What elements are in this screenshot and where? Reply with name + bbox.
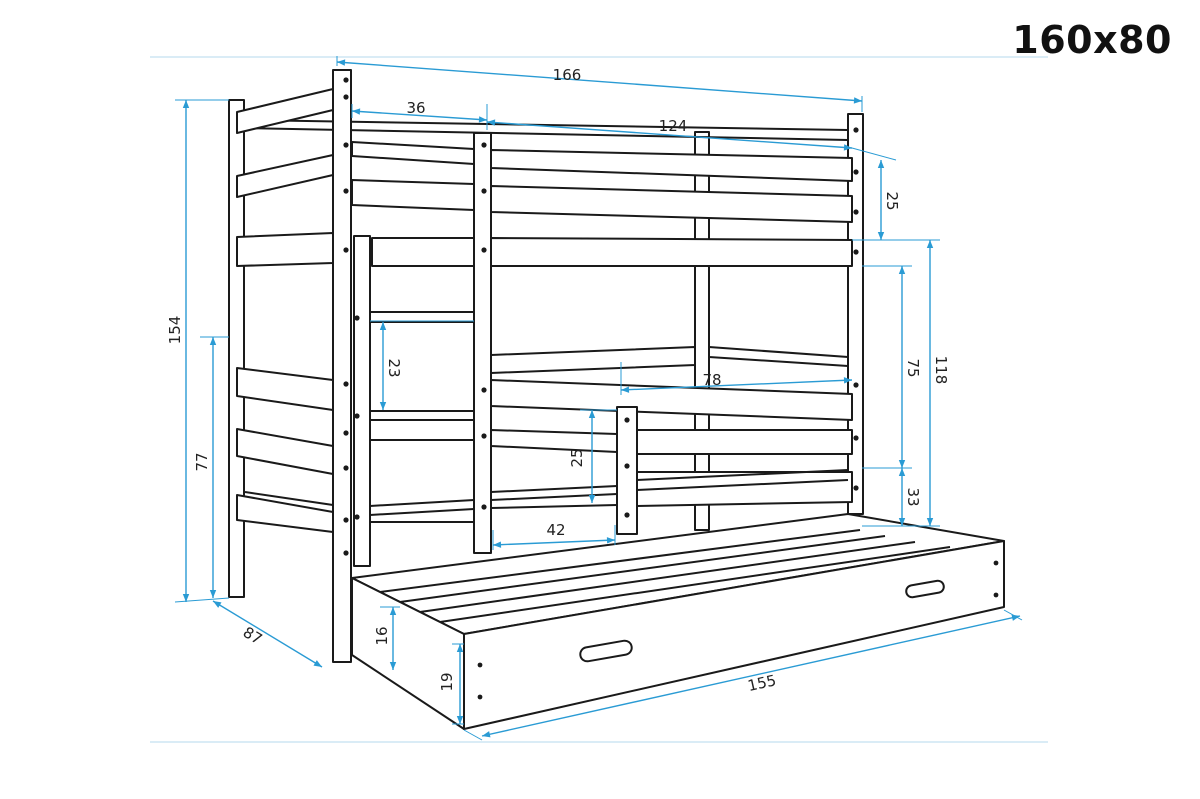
dim-line-19-arrow-start xyxy=(456,644,464,652)
upper-front-rail-1 xyxy=(351,141,475,165)
dim-line-23-arrow-end xyxy=(379,402,387,410)
dim-line-78 xyxy=(620,379,853,391)
lower-front-rail-1 xyxy=(369,419,475,441)
dim-line-16-arrow-start xyxy=(389,607,397,615)
left-top-rail xyxy=(236,88,334,134)
dim-line-42-arrow-end xyxy=(606,537,615,544)
dim-line-155 xyxy=(481,615,1021,737)
bed-structure xyxy=(228,69,1005,730)
dim-line-166-arrow-end xyxy=(853,97,862,104)
left-upper-rail-3 xyxy=(236,232,334,267)
dim-line-155-arrow-start xyxy=(482,731,491,738)
dim-line-87-arrow-end xyxy=(313,660,322,667)
dim-label-77: 77 xyxy=(193,452,211,471)
left-lower-rail-3 xyxy=(236,494,334,533)
upper-front-rail-2b xyxy=(490,185,853,223)
lower-front-rail-2 xyxy=(490,429,618,453)
dim-line-75-arrow-end xyxy=(898,460,906,468)
drawer-handle-1 xyxy=(579,639,633,663)
dim-label-23: 23 xyxy=(385,358,403,377)
left-lower-rail-1 xyxy=(236,367,334,411)
dimension-arrows xyxy=(182,59,1021,738)
left-upper-rail-2 xyxy=(236,154,334,198)
dim-label-33: 33 xyxy=(904,487,922,506)
dim-line-25-bottom-arrow-start xyxy=(588,410,596,418)
dim-line-77-arrow-start xyxy=(209,337,217,345)
dim-label-118: 118 xyxy=(932,356,950,385)
front-left-post xyxy=(332,69,352,663)
dim-label-124: 124 xyxy=(659,117,688,135)
lower-front-rail-2b xyxy=(636,429,853,455)
dim-line-25-top-arrow-start xyxy=(877,160,885,168)
ladder-right-rail xyxy=(473,132,492,554)
dim-line-78-arrow-end xyxy=(843,377,852,384)
guard-post xyxy=(616,406,638,535)
dim-label-78: 78 xyxy=(702,371,721,389)
dim-line-87-arrow-start xyxy=(213,601,222,608)
dim-line-19-arrow-end xyxy=(456,716,464,724)
dim-label-75: 75 xyxy=(904,358,922,377)
left-lower-rail-2 xyxy=(236,428,334,475)
dim-label-154: 154 xyxy=(166,316,184,345)
dim-line-33-arrow-end xyxy=(898,518,906,526)
dim-line-42 xyxy=(492,539,616,546)
dim-line-155-arrow-end xyxy=(1011,614,1020,621)
lower-front-rail-1b xyxy=(490,379,853,421)
dim-line-77-arrow-end xyxy=(209,590,217,598)
drawer-slats xyxy=(379,529,951,623)
upper-front-rail-3b xyxy=(490,237,853,267)
back-left-post xyxy=(228,99,245,598)
size-title: 160x80 xyxy=(1012,18,1172,62)
dim-label-36: 36 xyxy=(406,99,425,117)
dim-line-154-arrow-end xyxy=(182,594,190,602)
bolt-dots xyxy=(343,77,859,556)
ladder-step-1 xyxy=(369,311,475,323)
dim-label-25-top: 25 xyxy=(883,191,901,210)
dim-label-19: 19 xyxy=(438,672,456,691)
dim-label-16: 16 xyxy=(373,626,391,645)
lower-slats xyxy=(244,469,849,523)
dim-line-124 xyxy=(486,121,853,149)
dim-line-87 xyxy=(212,600,323,668)
dim-line-36 xyxy=(351,110,488,121)
dim-line-166-arrow-start xyxy=(337,59,346,66)
dim-line-36-arrow-start xyxy=(352,108,361,115)
dim-label-25-bottom: 25 xyxy=(568,448,586,467)
dim-line-36-arrow-end xyxy=(478,116,487,123)
dim-line-154-arrow-start xyxy=(182,100,190,108)
dim-line-118-arrow-start xyxy=(926,240,934,248)
upper-front-rail-2 xyxy=(351,179,475,211)
dim-line-42-arrow-start xyxy=(493,541,502,548)
dim-line-78-arrow-start xyxy=(621,386,630,393)
dim-line-23-arrow-start xyxy=(379,322,387,330)
drawer-front xyxy=(463,540,1005,730)
drawer-handle-2 xyxy=(905,579,945,599)
lower-back-rail-left xyxy=(490,346,696,374)
dim-label-87: 87 xyxy=(240,623,266,648)
dim-line-25-top-arrow-end xyxy=(877,232,885,240)
dim-line-124-arrow-start xyxy=(487,119,496,126)
dim-line-166 xyxy=(336,61,863,102)
dim-label-155: 155 xyxy=(746,671,778,695)
dim-line-25-bottom-arrow-end xyxy=(588,495,596,503)
dim-line-118-arrow-end xyxy=(926,518,934,526)
upper-front-rail-3 xyxy=(371,237,475,267)
lower-back-rail xyxy=(708,346,849,367)
dim-label-42: 42 xyxy=(546,521,565,539)
dim-line-16-arrow-end xyxy=(389,662,397,670)
dim-line-33-arrow-start xyxy=(898,468,906,476)
dim-line-124-arrow-end xyxy=(843,144,852,151)
dim-label-166: 166 xyxy=(553,66,582,84)
dim-line-75-arrow-start xyxy=(898,266,906,274)
upper-front-rail-1b xyxy=(490,149,853,182)
